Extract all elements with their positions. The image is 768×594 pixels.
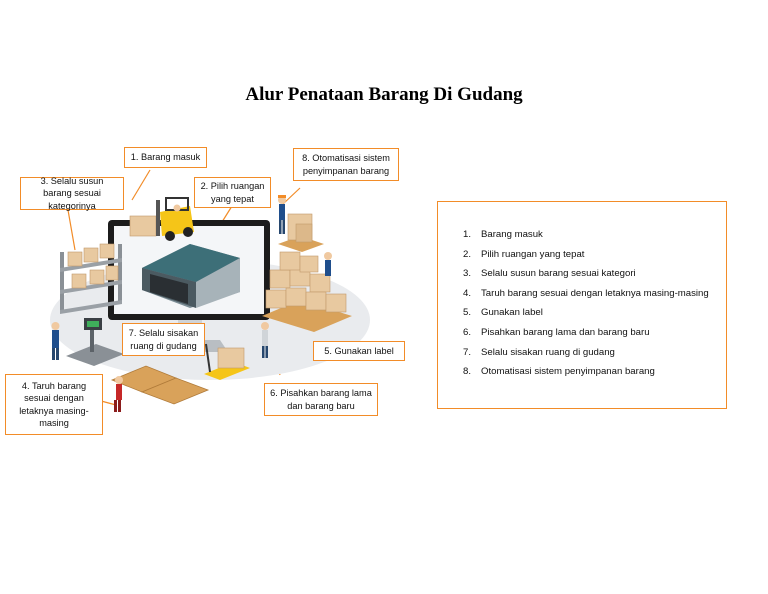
page-title: Alur Penataan Barang Di Gudang — [245, 84, 523, 105]
callout-gunakan-label: 5. Gunakan label — [313, 341, 405, 361]
list-item: 6.Pisahkan barang lama dan barang baru — [463, 326, 650, 338]
list-item: 2.Pilih ruangan yang tepat — [463, 248, 585, 260]
list-item: 8.Otomatisasi sistem penyimpanan barang — [463, 366, 655, 378]
pallet-jack-icon — [204, 322, 269, 380]
list-item: 3.Selalu susun barang sesuai kategori — [463, 268, 636, 280]
list-item: 4.Taruh barang sesuai dengan letaknya ma… — [463, 287, 709, 299]
callout-pisahkan-barang: 6. Pisahkan barang lama dan barang baru — [264, 383, 378, 416]
warehouse-building-icon — [142, 244, 240, 308]
worker-icon — [278, 195, 286, 234]
list-item: 1.Barang masuk — [463, 229, 543, 240]
box-stack-icon — [262, 251, 352, 332]
list-item: 7.Selalu sisakan ruang di gudang — [463, 346, 615, 358]
callout-taruh-barang: 4. Taruh barang sesuai dengan letaknya m… — [5, 374, 103, 435]
empty-pallets-icon — [110, 365, 210, 412]
callout-barang-masuk: 1. Barang masuk — [124, 147, 207, 168]
warehouse-illustration — [50, 169, 370, 412]
callout-pilih-ruangan: 2. Pilih ruangan yang tepat — [194, 177, 271, 208]
callout-susun-kategori: 3. Selalu susun barang sesuai kategoriny… — [20, 176, 124, 211]
steps-list-box: 1.Barang masuk 2.Pilih ruangan yang tepa… — [437, 201, 727, 409]
list-item: 5.Gunakan label — [463, 307, 543, 319]
shelf-icon — [60, 243, 122, 314]
forklift-icon — [129, 197, 194, 241]
steps-list: 1.Barang masuk 2.Pilih ruangan yang tepa… — [463, 229, 709, 386]
callout-otomatisasi: 8. Otomatisasi sistem penyimpanan barang — [293, 148, 399, 181]
callout-sisakan-ruang: 7. Selalu sisakan ruang di gudang — [122, 323, 205, 356]
pallet-boxes-top-icon — [278, 213, 324, 252]
scale-icon — [51, 318, 124, 366]
